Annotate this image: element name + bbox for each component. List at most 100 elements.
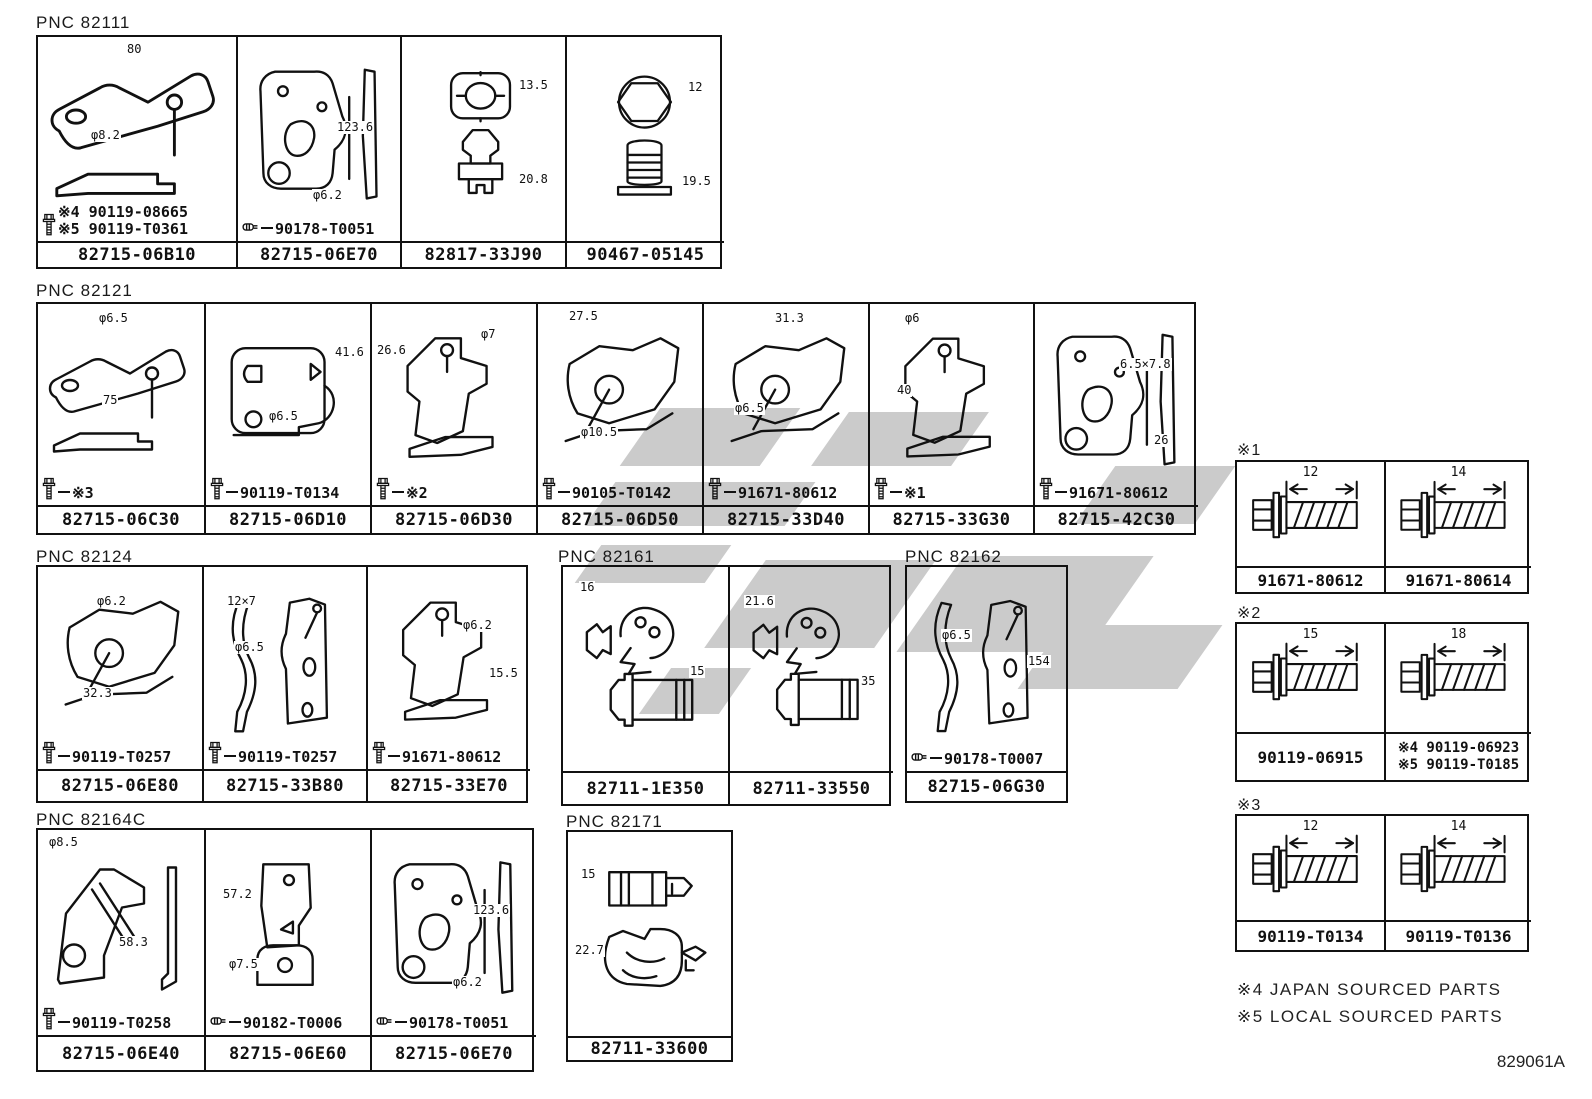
ref-table-label-3: ※3 — [1237, 797, 1262, 814]
document-number: 829061A — [1496, 1052, 1565, 1071]
bolt-icon — [208, 740, 222, 766]
part-cell: φ6.5 154 90178-T0007 82715-06G30 — [907, 567, 1066, 801]
part-diagram — [40, 306, 200, 499]
part-number: 82715-33E70 — [368, 769, 530, 801]
parts-table-82171: 15 22.7 82711-33600 — [566, 830, 733, 1062]
fastener-part: 90119-T0258 — [72, 1014, 172, 1032]
dimension-label: 14 — [1450, 465, 1467, 480]
part-diagram — [374, 832, 532, 1029]
dimension-label: 26 — [1153, 433, 1170, 447]
fastener-callout: 90119-T0258 — [42, 1006, 171, 1032]
dimension-label: 21.6 — [744, 594, 775, 608]
fastener-callout: 90178-T0051 — [242, 221, 374, 238]
fastener-part: 90119-T0257 — [238, 748, 338, 766]
part-number: 82715-06E40 — [38, 1035, 204, 1070]
group-label-82171: PNC 82171 — [566, 812, 663, 831]
part-cell: φ6.2 15.5 91671-80612 82715-33E70 — [366, 567, 530, 801]
part-cell: φ8.5 58.3 90119-T0258 82715-06E40 — [38, 830, 204, 1070]
fastener-callout: 91671-80612 — [372, 740, 501, 766]
dimension-label: 12 — [1302, 819, 1319, 834]
dimension-label: 154 — [1027, 654, 1051, 668]
part-number: 91671-80614 — [1386, 566, 1531, 592]
bolt-diagram — [1394, 832, 1523, 906]
part-number: 90119-06915 — [1237, 732, 1384, 780]
part-number: 82711-33600 — [568, 1036, 731, 1060]
dimension-label: φ6.5 — [268, 409, 299, 423]
bolt-cell: 14 91671-80614 — [1384, 462, 1531, 592]
bolt-diagram — [1245, 832, 1376, 906]
parts-table-82124: φ6.2 32.3 90119-T0257 82715-06E80 12×7 φ… — [36, 565, 530, 803]
dimension-label: 18 — [1450, 627, 1467, 642]
fastener-part: 90178-T0051 — [409, 1014, 509, 1032]
part-number: 82817-33J90 — [402, 241, 565, 267]
part-diagram — [569, 39, 720, 235]
dimension-label: φ7 — [480, 327, 497, 341]
dimension-label: φ6.2 — [462, 618, 493, 632]
dimension-label: 15.5 — [488, 666, 519, 680]
fastener-part: ※4 90119-08665 — [58, 203, 188, 221]
clip-icon — [242, 222, 259, 232]
fastener-part: 90105-T0142 — [572, 484, 672, 502]
group-label-82161: PNC 82161 — [558, 547, 655, 566]
part-number: 82715-06D50 — [538, 505, 702, 533]
bolt-diagram — [1394, 478, 1523, 552]
dimension-label: 22.7 — [574, 943, 605, 957]
part-cell: 13.5 20.8 82817-33J90 — [400, 37, 565, 267]
fastener-callout: 90178-T0007 — [911, 751, 1043, 768]
dimension-label: φ6.5 — [941, 628, 972, 642]
part-cell: 27.5 φ10.5 90105-T0142 82715-06D50 — [536, 304, 702, 533]
ref-table-3: 12 90119-T0134 14 90119-T0136 — [1235, 814, 1531, 952]
clip-icon — [376, 1016, 393, 1026]
bolt-icon — [372, 740, 386, 766]
part-diagram — [1037, 306, 1194, 499]
fastener-callout: 90119-T0257 — [42, 740, 171, 766]
bolt-diagram — [1245, 640, 1376, 714]
part-number: 90119-T0136 — [1386, 920, 1531, 950]
part-number: 82715-06B10 — [38, 241, 236, 267]
bolt-cell: 18 ※4 90119-06923 ※5 90119-T0185 — [1384, 624, 1531, 780]
dimension-label: 41.6 — [334, 345, 365, 359]
fastener-part: ※3 — [72, 484, 94, 502]
dimension-label: 35 — [860, 674, 877, 688]
part-cell: 80 φ8.2 ※4 90119-08665 ※5 90119-T0361 82… — [38, 37, 236, 267]
part-diagram — [374, 306, 532, 499]
dimension-label: 58.3 — [118, 935, 149, 949]
group-label-82162: PNC 82162 — [905, 547, 1002, 566]
bolt-diagram — [1245, 478, 1376, 552]
dimension-label: 57.2 — [222, 887, 253, 901]
fastener-callout: ※3 — [42, 476, 94, 502]
parts-table-82121: φ6.5 75 ※3 82715-06C30 41.6 φ6.5 90119-T… — [36, 302, 1198, 535]
bolt-icon — [874, 476, 888, 502]
fastener-callout: 91671-80612 — [1039, 476, 1168, 502]
ref-table-label-1: ※1 — [1237, 442, 1262, 459]
parts-table-82164c: φ8.5 58.3 90119-T0258 82715-06E40 57.2 φ… — [36, 828, 536, 1072]
part-diagram — [404, 39, 561, 235]
fastener-part: ※2 — [406, 484, 428, 502]
part-number: 90119-T0134 — [1237, 920, 1384, 950]
dimension-label: 20.8 — [518, 172, 549, 186]
note-japan-sourced: ※4 JAPAN SOURCED PARTS — [1237, 980, 1502, 999]
bolt-icon — [376, 476, 390, 502]
part-cell: φ6.5 75 ※3 82715-06C30 — [38, 304, 204, 533]
part-cell: 21.6 35 82711-33550 — [728, 567, 893, 804]
dimension-label: 15 — [689, 664, 706, 678]
bolt-icon — [42, 740, 56, 766]
part-number: 82715-06D30 — [372, 505, 536, 533]
group-label-82121: PNC 82121 — [36, 281, 133, 300]
fastener-callout: 90119-T0134 — [210, 476, 339, 502]
part-number-list: ※4 90119-06923 ※5 90119-T0185 — [1386, 732, 1531, 780]
part-cell: 41.6 φ6.5 90119-T0134 82715-06D10 — [204, 304, 370, 533]
dimension-label: 32.3 — [82, 686, 113, 700]
fastener-part: 90119-T0134 — [240, 484, 340, 502]
dimension-label: φ8.5 — [48, 835, 79, 849]
ref-table-label-2: ※2 — [1237, 605, 1262, 622]
group-label-82124: PNC 82124 — [36, 547, 133, 566]
bolt-cell: 15 90119-06915 — [1237, 624, 1384, 780]
fastener-part: 90178-T0051 — [275, 220, 375, 238]
part-number: 90467-05145 — [567, 241, 724, 267]
part-cell: 16 15 82711-1E350 — [563, 567, 728, 804]
part-number: 82711-1E350 — [563, 771, 728, 804]
dimension-label: 14 — [1450, 819, 1467, 834]
dimension-label: 75 — [102, 393, 119, 407]
